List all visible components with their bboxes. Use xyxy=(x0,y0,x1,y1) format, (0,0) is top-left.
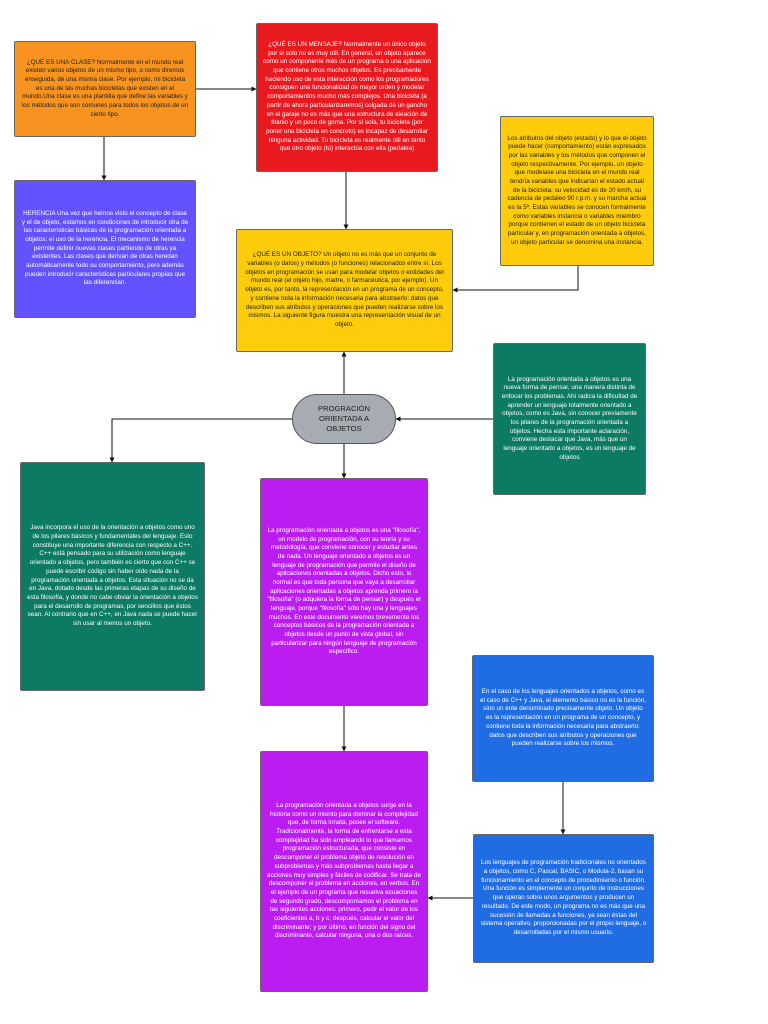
node-funcion-basica: En el caso de los lenguajes orientados a… xyxy=(472,655,654,782)
node-que-es-mensaje: ¿QUÉ ES UN MENSAJE? Normalmente un único… xyxy=(256,23,438,172)
node-historia: La programación orientada a objetos surg… xyxy=(260,751,428,992)
node-herencia: HERENCIA Una vez que hemos visto el conc… xyxy=(14,180,196,318)
node-text: ¿QUÉ ES UNA CLASE? Normalmente en el mun… xyxy=(21,58,189,118)
node-text: La programación orientada a objetos es u… xyxy=(267,526,421,656)
node-text: Los lenguajes de programación tradiciona… xyxy=(480,859,647,936)
node-text: ¿QUÉ ES UN OBJETO? Un objeto no es más q… xyxy=(245,251,444,328)
node-text: ¿QUÉ ES UN MENSAJE? Normalmente un único… xyxy=(263,41,431,153)
node-que-es-clase: ¿QUÉ ES UNA CLASE? Normalmente en el mun… xyxy=(14,41,196,137)
node-text: En el caso de los lenguajes orientados a… xyxy=(480,688,646,748)
node-text: La programación orientada a objetos es u… xyxy=(501,375,638,461)
node-nueva-forma: La programación orientada a objetos es u… xyxy=(493,343,646,495)
node-lenguajes-tradicionales: Los lenguajes de programación tradiciona… xyxy=(473,834,654,963)
node-atributos: Los atributos del objeto (estado) y lo q… xyxy=(500,116,654,266)
arrow-center-to-java xyxy=(109,418,292,463)
node-java-incorpora: Java incorpora el uso de la orientación … xyxy=(20,462,205,691)
central-topic-node: PROGRACIÓN ORIENTADA A OBJETOS xyxy=(292,394,396,444)
node-filosofia: La programación orientada a objetos es u… xyxy=(260,478,428,706)
node-text: HERENCIA Una vez que hemos visto el conc… xyxy=(21,209,189,287)
node-text: Los atributos del objeto (estado) y lo q… xyxy=(507,134,647,246)
central-topic-label: PROGRACIÓN ORIENTADA A OBJETOS xyxy=(318,403,370,434)
node-text: La programación orientada a objetos surg… xyxy=(267,802,421,940)
arrow-atributos-to-objeto xyxy=(452,266,579,293)
node-que-es-objeto: ¿QUÉ ES UN OBJETO? Un objeto no es más q… xyxy=(236,229,453,352)
node-text: Java incorpora el uso de la orientación … xyxy=(27,524,198,627)
